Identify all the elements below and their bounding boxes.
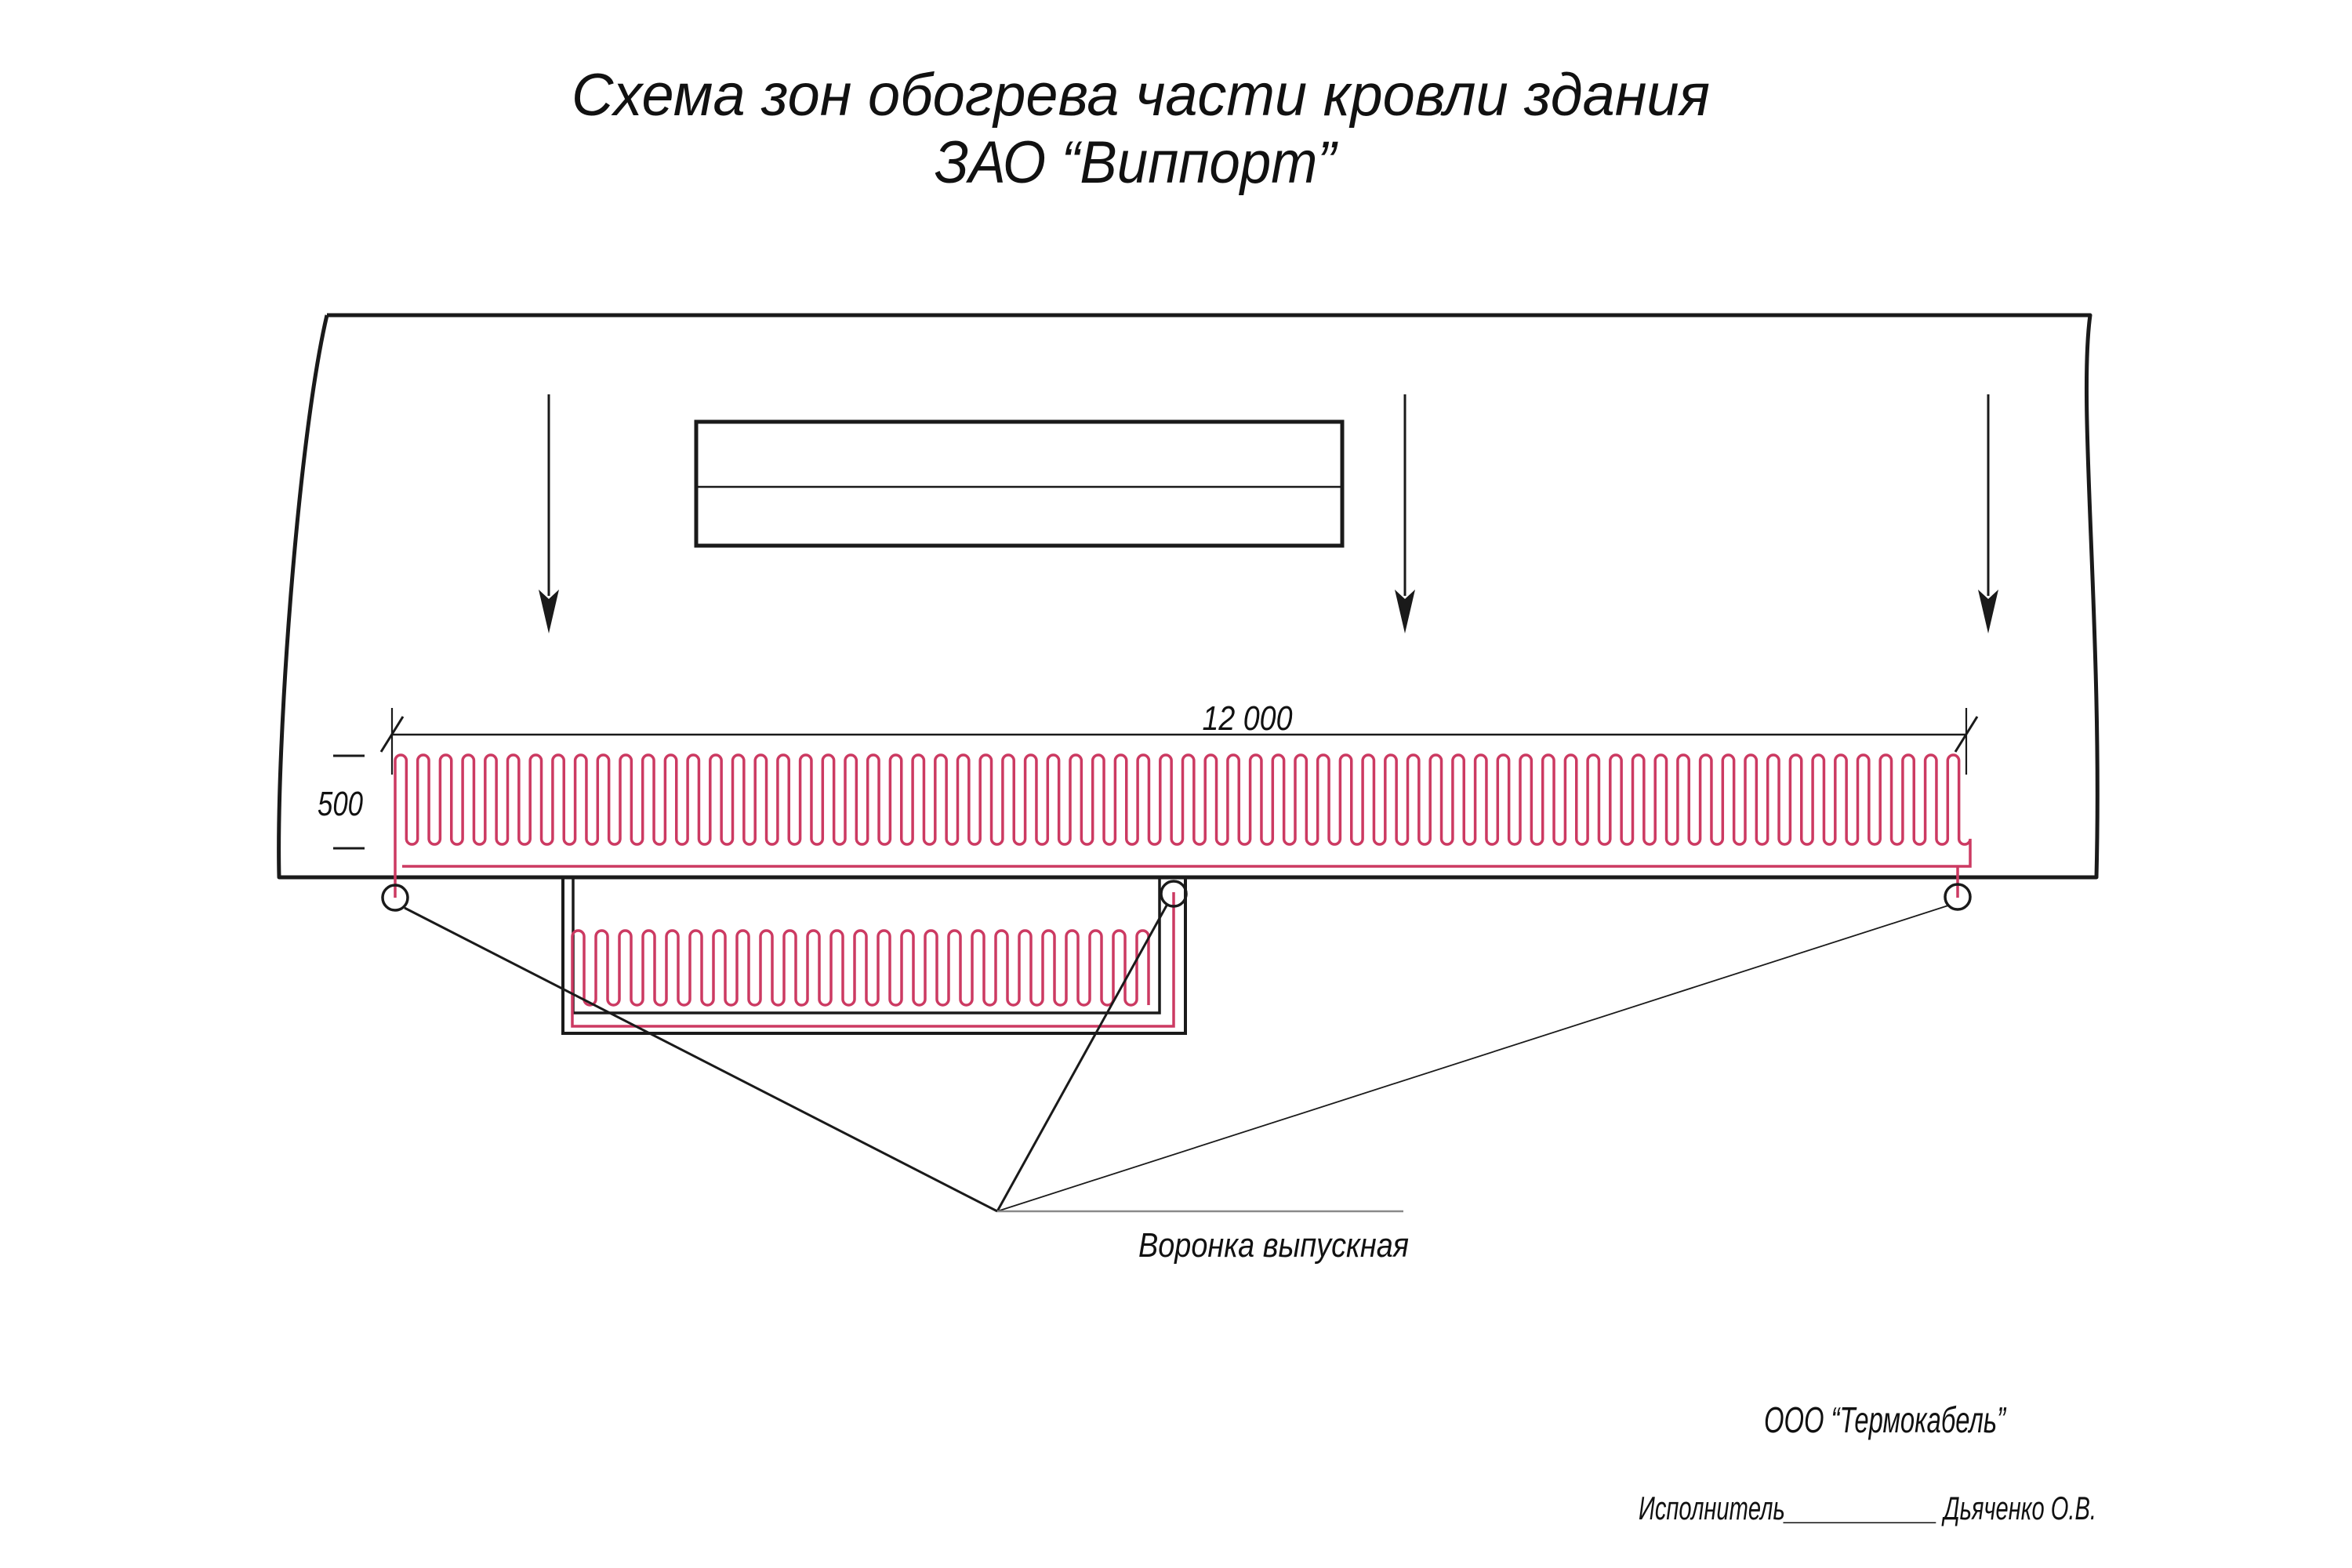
roof-structure-outline [694, 419, 1345, 548]
length-dimension: 12 000 [379, 699, 1979, 775]
drain-funnel-middle [1160, 880, 1188, 908]
page-title-line2: ЗАО “Виппорт” [935, 129, 1338, 196]
width-dimension-label: 500 [318, 785, 363, 823]
leader-from-left-funnel [404, 906, 998, 1213]
drain-funnel-left [381, 884, 409, 912]
slope-arrow-left [539, 394, 559, 633]
arrowhead [539, 590, 559, 633]
lower-zone-outer-boundary [561, 879, 1187, 1035]
main-eaves-heating-cable [394, 753, 1972, 898]
arrowhead [1395, 590, 1415, 633]
company-name: ООО “Термокабель” [1764, 1399, 2007, 1440]
heating-cable [394, 753, 1972, 1028]
drain-funnel-label: Воронка выпускная [1138, 1226, 1409, 1265]
leader-from-right-funnel [996, 905, 1949, 1212]
width-dimension: 500 [318, 754, 365, 850]
funnel-leader-lines [404, 905, 1949, 1213]
lower-zone [561, 879, 1187, 1035]
dim-tick-right [1954, 716, 1979, 753]
leader-from-middle-funnel [996, 905, 1168, 1212]
slope-arrow-middle [1395, 394, 1415, 633]
roof-outline [277, 313, 2100, 880]
slope-arrow-right [1978, 394, 1998, 633]
arrowhead [1978, 590, 1998, 633]
length-dimension-label: 12 000 [1203, 699, 1293, 738]
drain-funnel-right [1944, 883, 1972, 911]
executor-signature-line: Исполнитель____________ Дьяченко О.В. [1639, 1490, 2096, 1526]
lower-zone-heating-cable [571, 892, 1175, 1028]
dim-tick-left [379, 716, 405, 753]
drain-funnels [381, 880, 1972, 912]
page-title-line1: Схема зон обогрева части кровли здания [572, 62, 1710, 129]
roof-structure [694, 419, 1345, 548]
